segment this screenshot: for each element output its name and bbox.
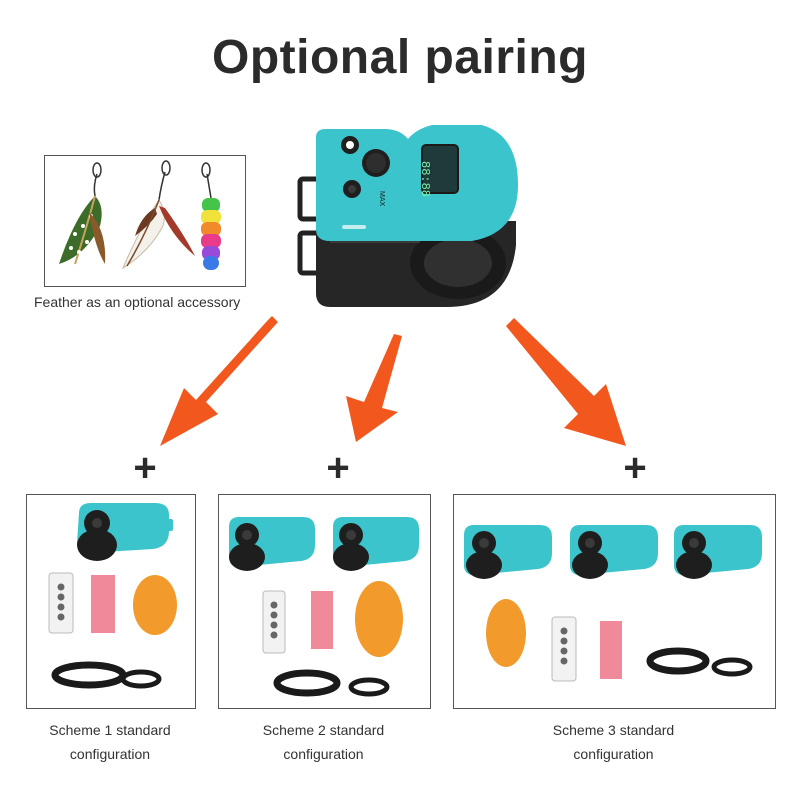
arrows-group <box>160 310 650 460</box>
svg-text:MAX: MAX <box>378 191 385 207</box>
clip-unit-3 <box>674 525 762 579</box>
scheme-3-caption-line2: configuration <box>573 746 654 762</box>
sponge <box>600 621 622 679</box>
spotted-feather <box>59 162 106 265</box>
clip-unit <box>77 503 173 561</box>
plus-sign-2: + <box>326 446 350 490</box>
sponge <box>311 591 333 649</box>
rainbow-feather <box>201 162 221 270</box>
device-display: 88:88 <box>418 161 432 197</box>
cat-toy-device: MAX 88:88 <box>296 125 526 315</box>
scheme-2-box <box>218 494 431 709</box>
yarn-ball <box>133 575 177 635</box>
scheme-3-caption: Scheme 3 standard configuration <box>453 718 774 766</box>
scheme-2-caption-line1: Scheme 2 standard <box>262 722 385 738</box>
page-title: Optional pairing <box>212 31 588 84</box>
scheme-3-caption-line1: Scheme 3 standard <box>552 722 675 738</box>
scheme-3-box <box>453 494 776 709</box>
clip-unit-1 <box>464 525 552 579</box>
scheme-1-caption-line1: Scheme 1 standard <box>49 722 171 738</box>
band-large <box>273 669 341 697</box>
scheme-1-caption: Scheme 1 standard configuration <box>26 718 194 766</box>
band-large <box>51 661 127 689</box>
scheme-2-caption: Scheme 2 standard configuration <box>218 718 429 766</box>
remote-control <box>551 616 577 682</box>
remote-control <box>262 590 286 654</box>
band-large <box>646 647 710 675</box>
plus-sign-3: + <box>623 446 647 490</box>
scheme-1-caption-line2: configuration <box>69 746 151 762</box>
band-small <box>348 677 390 697</box>
yarn-ball <box>355 581 403 657</box>
clip-unit-1 <box>229 517 315 571</box>
scheme-2-caption-line2: configuration <box>283 746 364 762</box>
band-small <box>711 657 753 677</box>
band-small <box>120 669 162 689</box>
arrow-right <box>506 318 626 446</box>
white-feather <box>121 160 195 270</box>
sponge <box>91 575 115 633</box>
scheme-1-box <box>26 494 196 709</box>
feather-caption: Feather as an optional accessory <box>34 294 241 310</box>
feather-accessory-image <box>44 155 246 287</box>
clip-unit-2 <box>333 517 419 571</box>
arrow-left <box>160 316 278 446</box>
remote-control <box>48 572 74 634</box>
clip-unit-2 <box>570 525 658 579</box>
arrow-middle <box>346 334 402 442</box>
yarn-ball <box>486 599 526 667</box>
plus-sign-1: + <box>133 446 157 490</box>
